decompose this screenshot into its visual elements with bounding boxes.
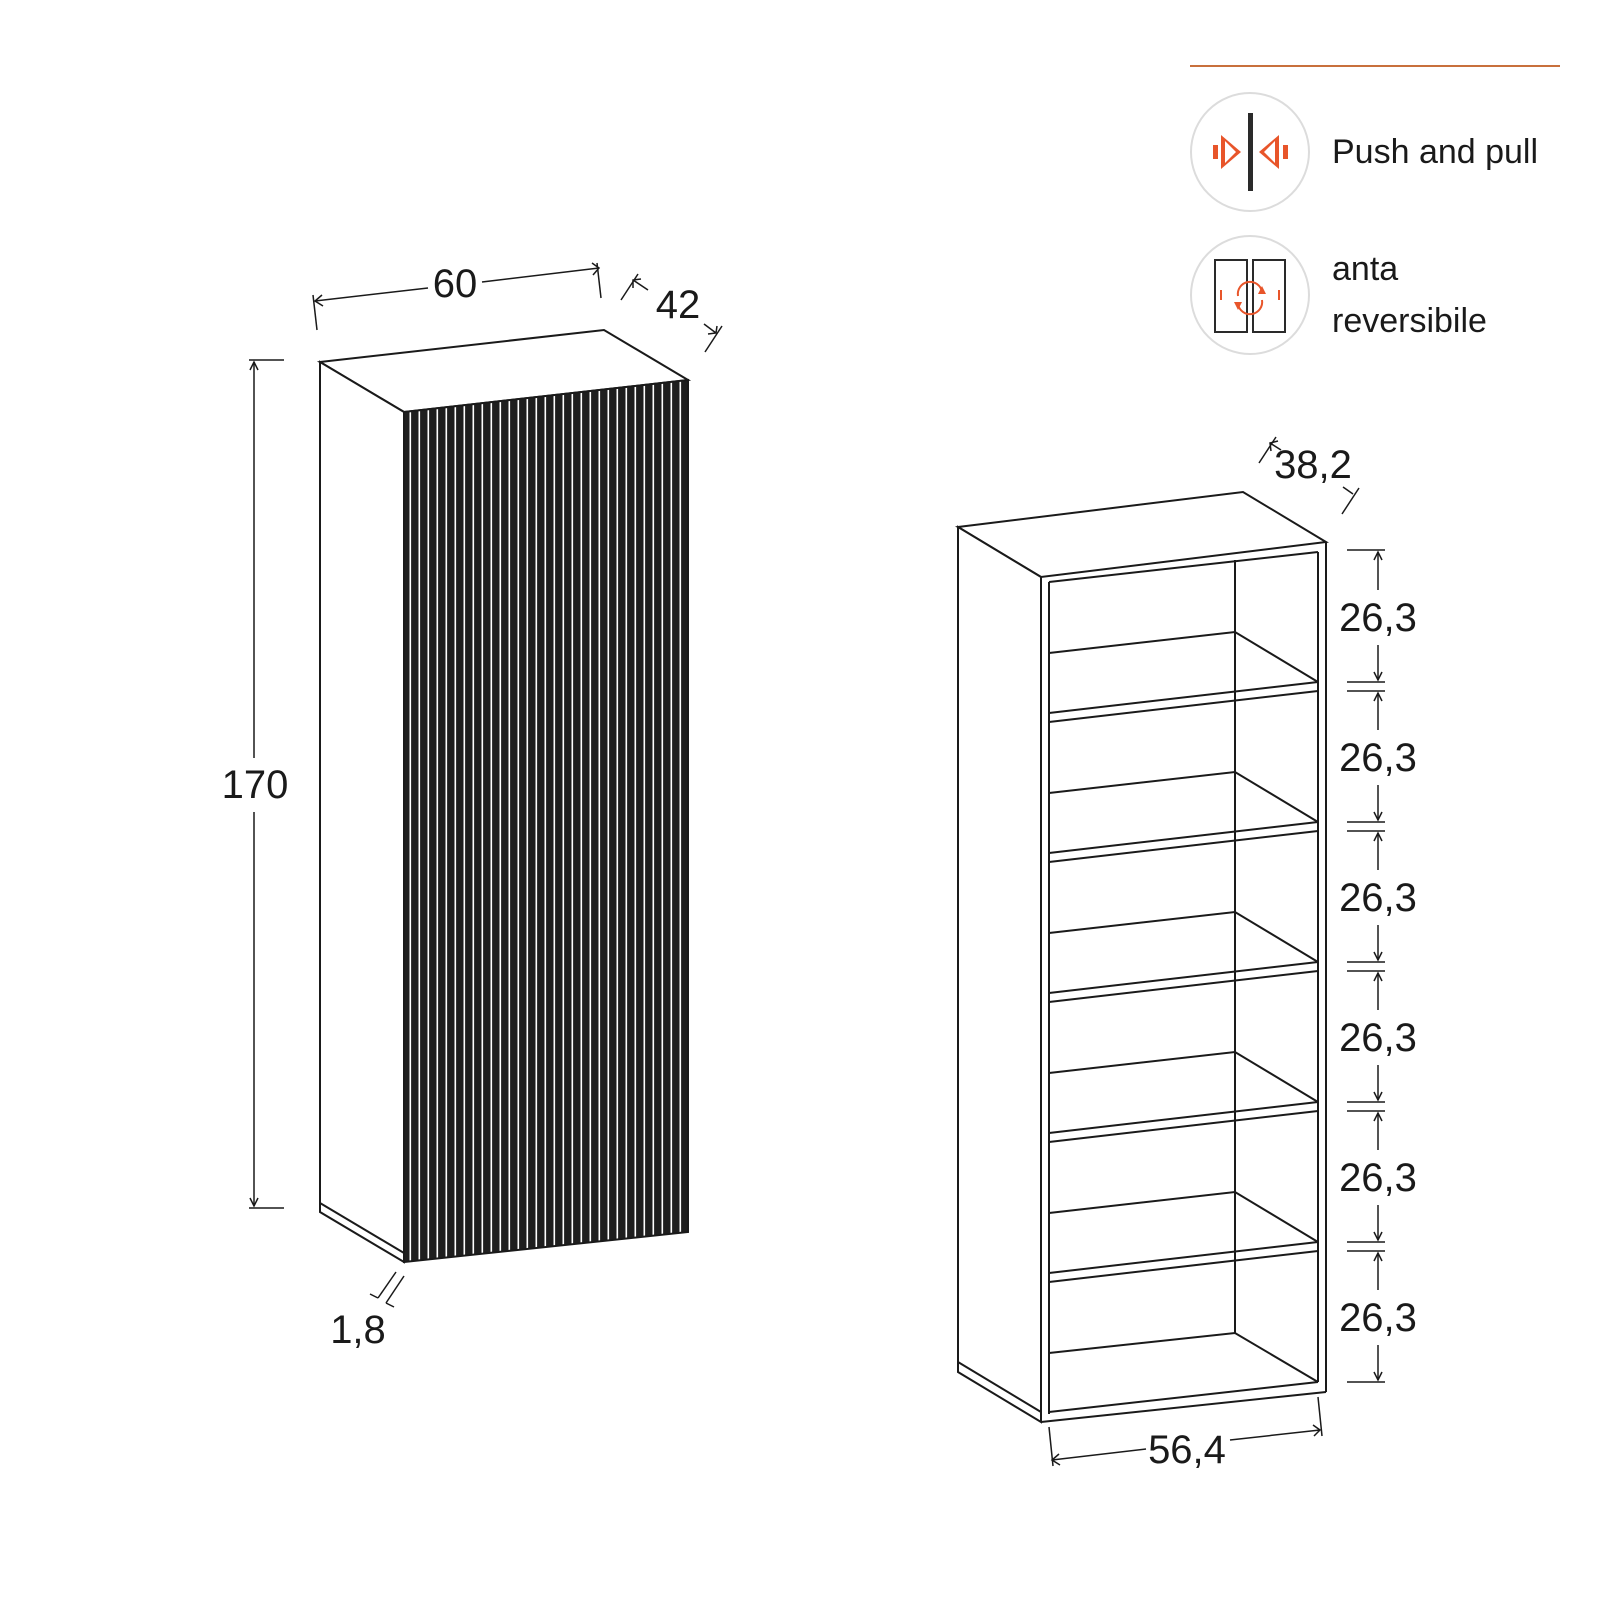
closed-height-label: 170 <box>222 763 289 807</box>
dimension-height-170 <box>249 359 284 1209</box>
legend-divider <box>1190 65 1560 67</box>
push-and-pull-label: Push and pull <box>1332 133 1539 171</box>
push-pull-badge <box>1190 92 1310 212</box>
door-thickness-label: 1,8 <box>330 1308 386 1352</box>
closed-cabinet-drawing <box>316 328 692 1264</box>
compartment-3-height: 26,3 <box>1339 876 1417 920</box>
open-cabinet-shelves <box>1048 630 1319 1383</box>
open-cabinet-side <box>957 525 1042 1424</box>
compartment-6-height: 26,3 <box>1339 1296 1417 1340</box>
compartment-1-height: 26,3 <box>1339 596 1417 640</box>
compartment-2-height: 26,3 <box>1339 736 1417 780</box>
shelf-3 <box>1048 910 1319 1003</box>
shelf-5 <box>1048 1190 1319 1283</box>
closed-cabinet-side <box>319 360 405 1264</box>
open-cabinet-drawing <box>955 490 1329 1424</box>
feature-reversible-door: anta reversibile <box>1190 235 1487 355</box>
compartment-4-height: 26,3 <box>1339 1016 1417 1060</box>
reversible-door-label: anta reversibile <box>1332 243 1487 347</box>
open-width-label: 56,4 <box>1148 1428 1226 1472</box>
closed-depth-label: 42 <box>656 283 701 327</box>
dimension-width-56-4 <box>1048 1396 1323 1467</box>
bottom-panel <box>1048 1331 1319 1383</box>
dimension-door-thickness <box>369 1271 405 1308</box>
reversible-door-label-line2: reversibile <box>1332 302 1487 340</box>
dimension-width-60 <box>312 262 602 331</box>
feature-push-and-pull: Push and pull <box>1190 92 1538 212</box>
dimension-depth-42 <box>620 273 723 353</box>
compartment-dimensions <box>1347 549 1385 1383</box>
reversible-door-badge <box>1190 235 1310 355</box>
compartment-5-height: 26,3 <box>1339 1156 1417 1200</box>
push-pull-icon <box>1213 113 1288 191</box>
shelf-1 <box>1048 630 1319 723</box>
open-depth-label: 38,2 <box>1274 443 1352 487</box>
closed-width-label: 60 <box>433 262 478 306</box>
reversible-door-icon <box>1214 259 1286 333</box>
closed-cabinet-bottom-edge <box>319 1202 405 1254</box>
reversible-door-label-line1: anta <box>1332 250 1399 288</box>
shelf-2 <box>1048 770 1319 863</box>
closed-cabinet-fluted-door <box>403 378 689 1264</box>
dimension-depth-38-2 <box>1258 436 1360 515</box>
shelf-4 <box>1048 1050 1319 1143</box>
